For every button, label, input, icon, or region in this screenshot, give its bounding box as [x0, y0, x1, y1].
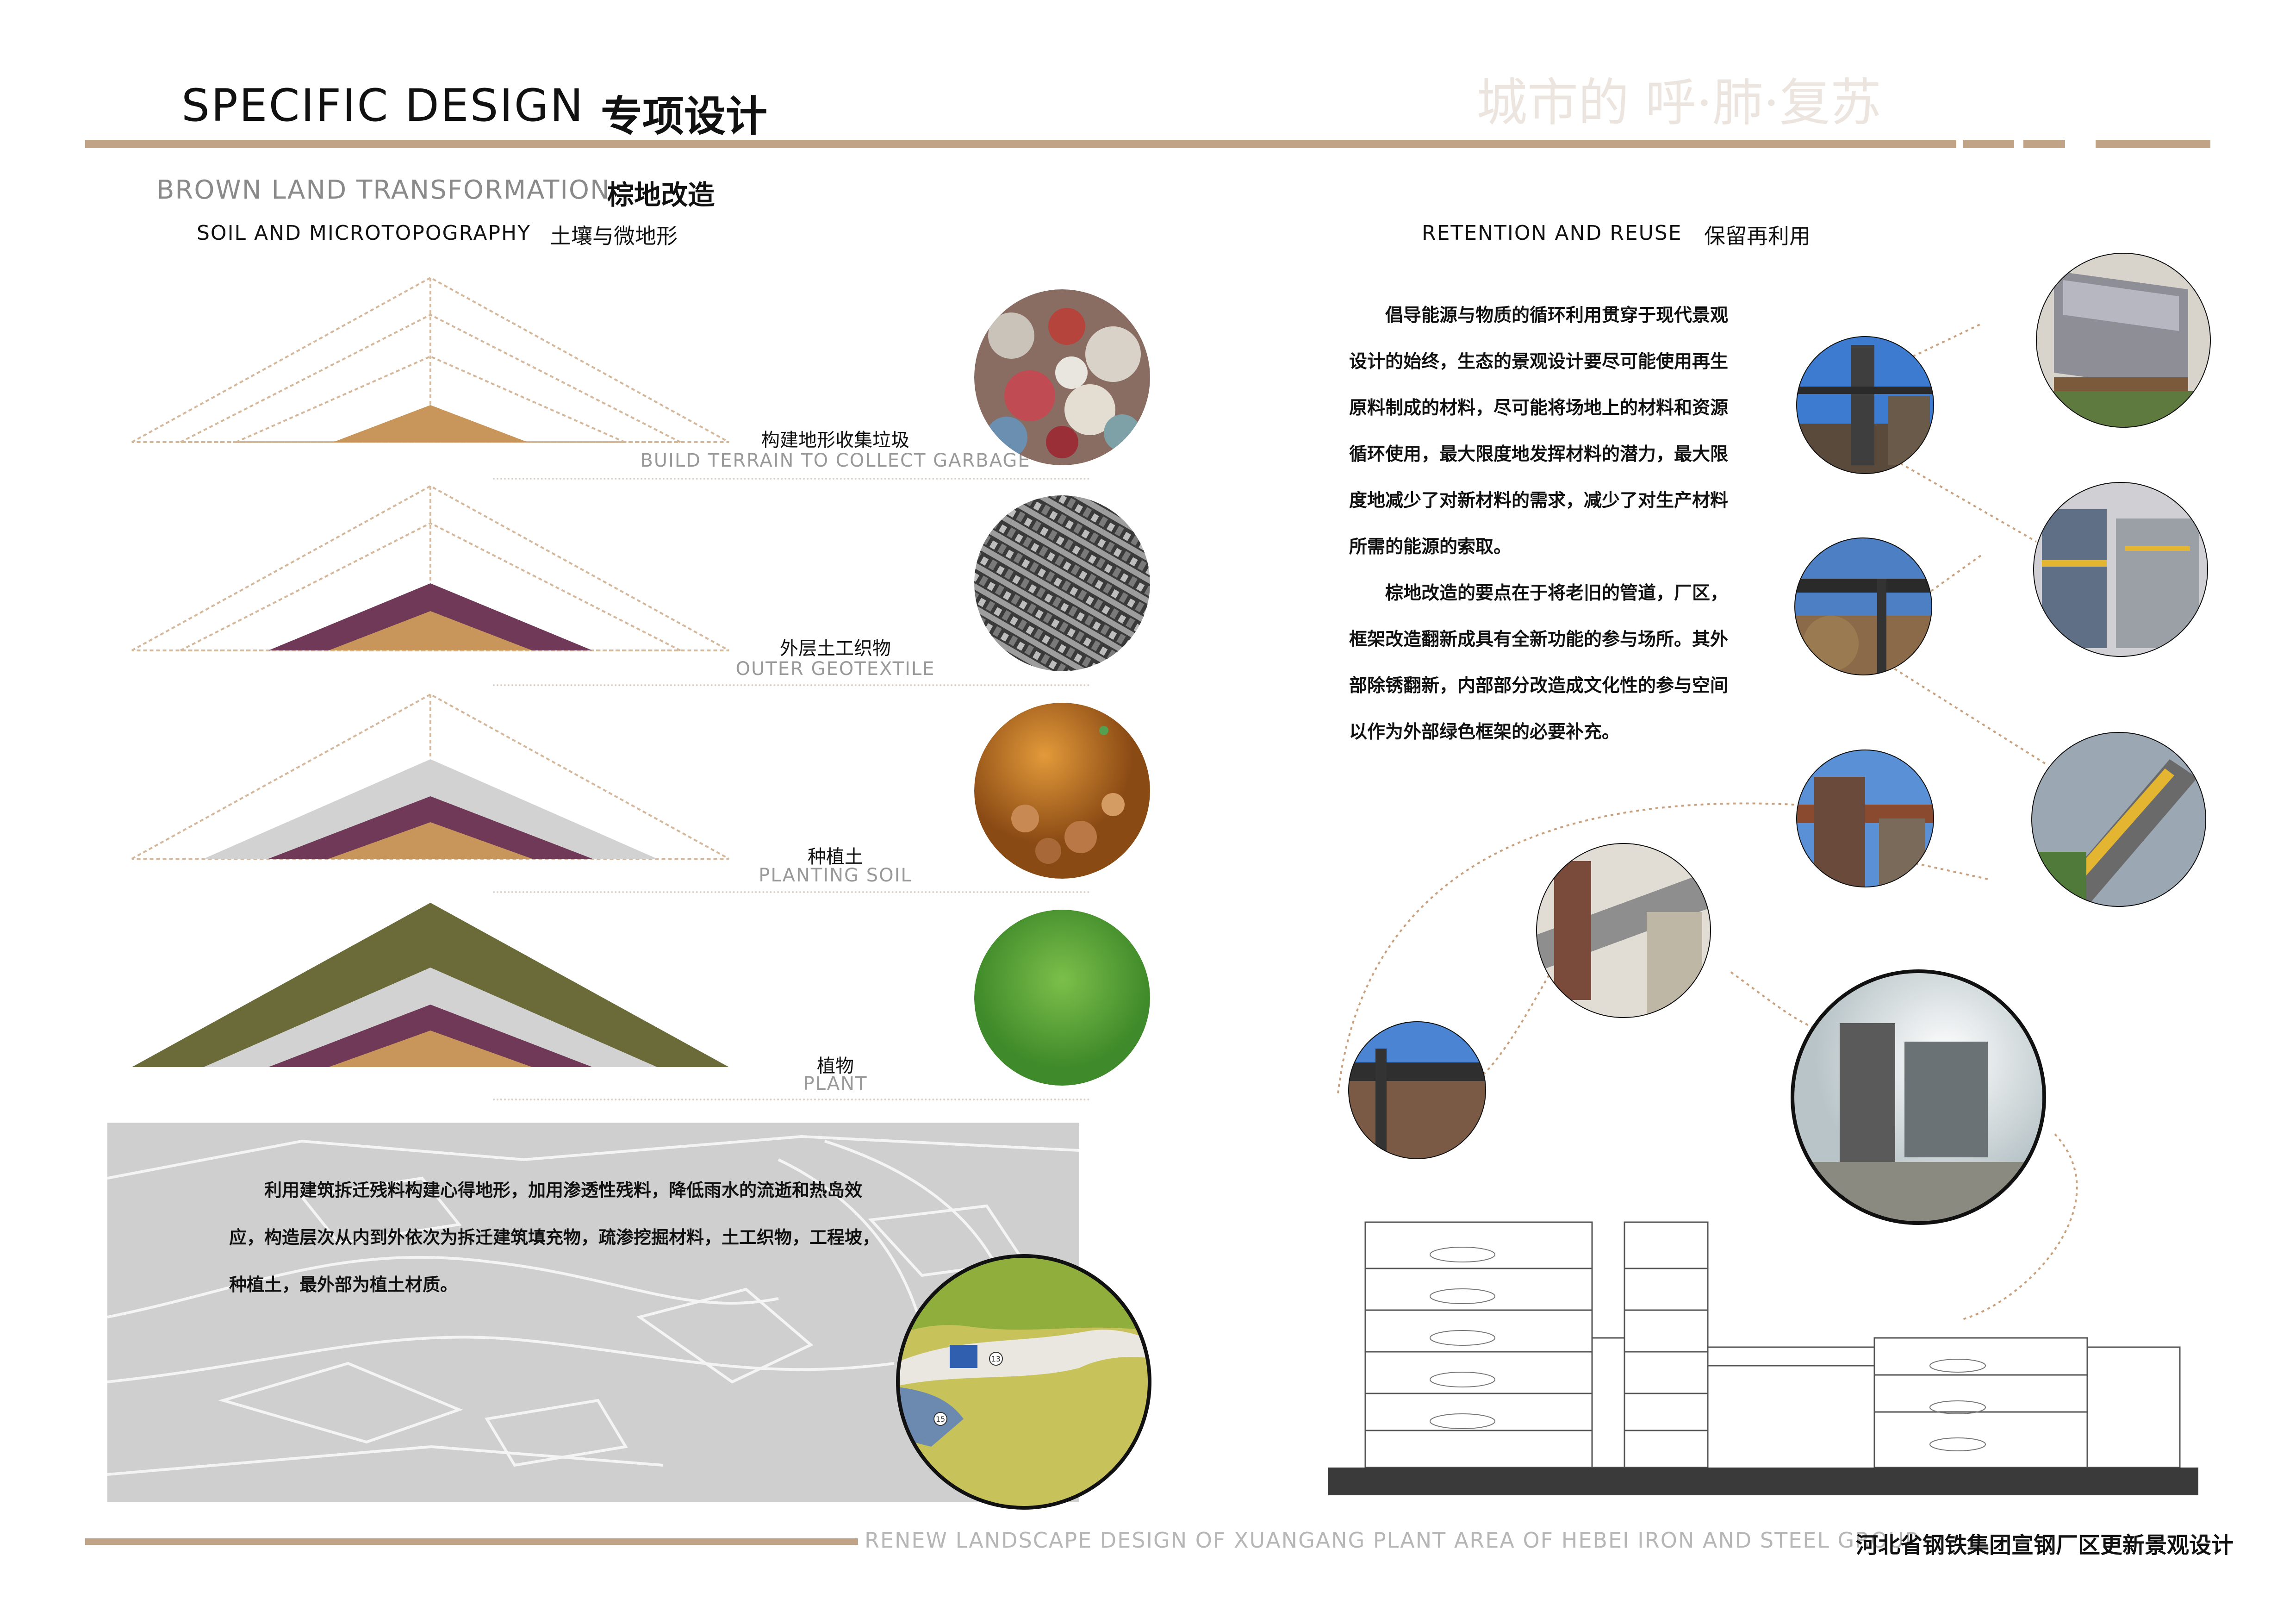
layer-diagram-geotextile — [131, 485, 729, 651]
watermark-calligraphy: 城市的 呼·肺·复苏 — [1476, 73, 1881, 132]
soil-title-en: SOIL AND MICROTOPOGRAPHY — [197, 221, 531, 245]
retention-title-en: RETENTION AND REUSE — [1422, 221, 1682, 245]
site-plan-marker: 15 — [936, 1415, 945, 1424]
industrial-render-frame — [2036, 253, 2211, 428]
footer-title-zh: 河北省钢铁集团宣钢厂区更新景观设计 — [1856, 1532, 2234, 1558]
layer-label-zh: 外层土工织物 — [780, 638, 891, 659]
retention-title-zh: 保留再利用 — [1704, 224, 1811, 249]
layer-label-line — [493, 1099, 1090, 1100]
site-plan-marker: 13 — [991, 1355, 1001, 1363]
site-plan-note-text: 利用建筑拆迁残料构建心得地形，加用渗透性残料，降低雨水的流逝和热岛效应，构造层次… — [229, 1180, 880, 1295]
layer-diagram-plant — [132, 903, 729, 1067]
page-title-zh: 专项设计 — [601, 92, 767, 141]
layer-label-en: OUTER GEOTEXTILE — [735, 658, 935, 680]
industrial-photo-structure — [1348, 1021, 1486, 1159]
industrial-photo-bridge — [1794, 537, 1932, 675]
top-divider-segment — [2023, 140, 2065, 148]
soil-layer-diagrams — [131, 276, 729, 1067]
layer-label-line — [493, 684, 1090, 686]
site-plan-note: 利用建筑拆迁残料构建心得地形，加用渗透性残料，降低雨水的流逝和热岛效应，构造层次… — [229, 1167, 896, 1308]
retention-description: 倡导能源与物质的循环利用贯穿于现代景观设计的始终，生态的景观设计要尽可能使用再生… — [1349, 293, 1733, 756]
bottom-divider — [85, 1538, 858, 1545]
building-section-elevation — [1328, 1221, 2198, 1495]
layer-label-en: BUILD TERRAIN TO COLLECT GARBAGE — [640, 450, 1031, 471]
section-title-zh: 棕地改造 — [607, 179, 715, 211]
industrial-render-pipeline — [1536, 843, 1711, 1018]
retention-paragraph-2: 棕地改造的要点在于将老旧的管道，厂区，框架改造翻新成具有全新功能的参与场所。其外… — [1349, 583, 1729, 743]
soil-title-zh: 土壤与微地形 — [550, 224, 678, 249]
retention-paragraph-1: 倡导能源与物质的循环利用贯穿于现代景观设计的始终，生态的景观设计要尽可能使用再生… — [1349, 305, 1729, 557]
industrial-photo-pipes — [1796, 750, 1934, 887]
top-divider-segment — [1963, 140, 2014, 148]
garbage-photo — [974, 289, 1150, 465]
section-title-en: BROWN LAND TRANSFORMATION — [156, 175, 610, 205]
top-divider-segment — [2096, 140, 2210, 148]
soil-photo — [974, 703, 1150, 879]
layer-label-zh: 构建地形收集垃圾 — [761, 430, 909, 451]
layer-label-zh: 植物 — [817, 1056, 854, 1077]
industrial-render-building — [1791, 969, 2046, 1225]
layer-diagram-garbage — [131, 276, 729, 443]
watermark-text: 城市的 呼·肺·复苏 — [1476, 73, 1881, 132]
industrial-photo-tower — [1796, 336, 1934, 474]
geotextile-photo — [974, 495, 1150, 671]
layer-diagram-planting-soil — [131, 693, 729, 860]
top-divider — [85, 140, 1956, 148]
layer-label-line — [493, 891, 1090, 893]
page-title-en: SPECIFIC DESIGN — [181, 80, 585, 131]
layer-label-en: PLANT — [803, 1073, 868, 1094]
layer-label-zh: 种植土 — [808, 846, 863, 868]
footer-title-en: RENEW LANDSCAPE DESIGN OF XUANGANG PLANT… — [865, 1528, 1919, 1553]
layer-label-line — [493, 478, 1090, 480]
industrial-render-tanks — [2033, 482, 2208, 657]
layer-label-en: PLANTING SOIL — [759, 865, 912, 886]
industrial-render-stairs — [2031, 732, 2206, 907]
site-plan-zoom-circle: 13 15 — [896, 1254, 1151, 1510]
grass-photo — [974, 910, 1150, 1086]
